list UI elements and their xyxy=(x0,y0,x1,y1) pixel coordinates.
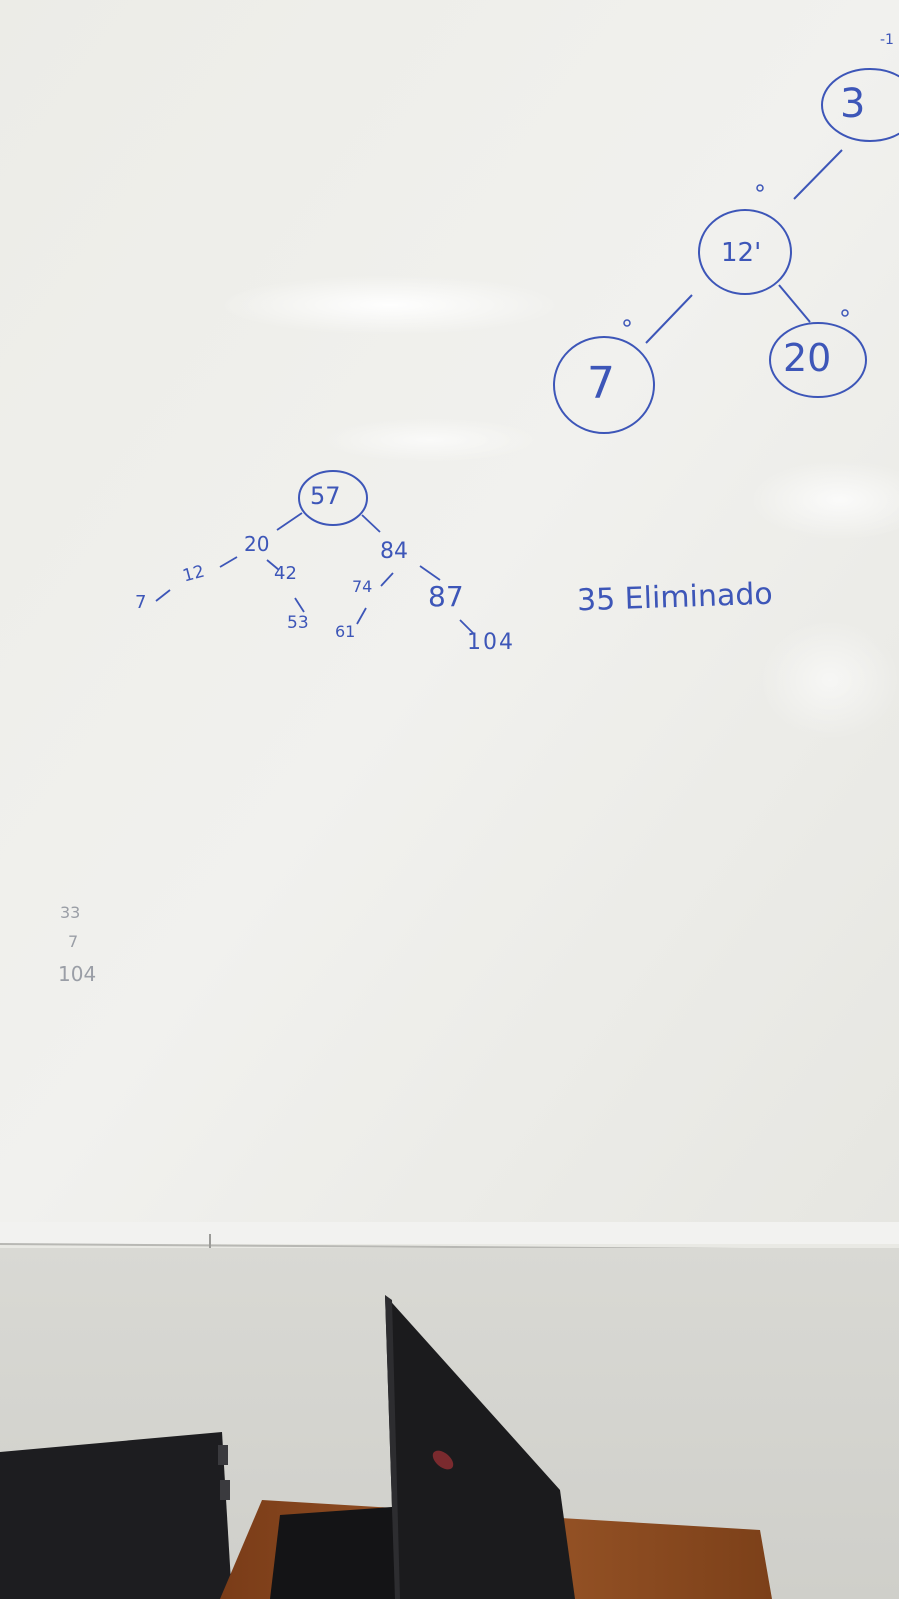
eliminated-note: 35 Eliminado xyxy=(576,576,774,619)
glare-spot xyxy=(750,460,899,540)
edge-12-7-mid xyxy=(155,589,171,602)
glare-spot xyxy=(760,620,899,740)
edge-42-53 xyxy=(294,597,305,613)
node-label-74: 74 xyxy=(352,577,373,596)
node-label-57: 57 xyxy=(310,482,341,510)
node-circle-57 xyxy=(298,470,368,526)
glare-spot xyxy=(220,275,560,335)
monitor xyxy=(0,1432,232,1599)
whiteboard-surface xyxy=(0,0,899,1232)
node-label-42: 42 xyxy=(274,563,297,584)
node-label-104: 104 xyxy=(467,630,515,655)
node-circle-3 xyxy=(821,68,899,142)
edge-87-104 xyxy=(459,619,475,635)
laptop-lid xyxy=(385,1295,575,1599)
node-label-20: 20 xyxy=(783,336,832,380)
node-label-3: 3 xyxy=(840,81,866,127)
edge-20-12 xyxy=(219,556,238,568)
node-label-7: 7 xyxy=(587,358,615,409)
faint-item-2: 7 xyxy=(68,932,79,951)
edge-84-87 xyxy=(419,565,441,581)
edge-20-42 xyxy=(266,559,280,571)
node-label-84: 84 xyxy=(380,539,408,564)
faint-item-1: 33 xyxy=(60,903,81,922)
node-circle-12 xyxy=(698,209,792,295)
node-label-12: 12' xyxy=(721,238,762,268)
edge-57-20 xyxy=(276,512,303,531)
edge-3-12 xyxy=(793,149,843,200)
corner-mark: -1 xyxy=(880,32,894,48)
faint-item-3: 104 xyxy=(58,962,97,986)
node-label-61: 61 xyxy=(335,622,356,641)
node-circle-7 xyxy=(553,336,655,434)
laptop-logo xyxy=(432,1450,454,1470)
node-label-87: 87 xyxy=(428,580,464,613)
edge-57-84 xyxy=(361,514,381,533)
node-circle-20 xyxy=(769,322,867,398)
edge-74-61 xyxy=(356,607,367,625)
node-label-7-mid: 7 xyxy=(135,592,147,613)
glare-spot xyxy=(320,418,540,462)
node-label-20-mid: 20 xyxy=(244,532,270,556)
edge-84-74 xyxy=(380,572,394,587)
node-label-53: 53 xyxy=(287,613,309,633)
edge-12-7 xyxy=(645,294,693,344)
whiteboard-tray xyxy=(0,1222,899,1244)
edge-12-20 xyxy=(778,284,811,323)
